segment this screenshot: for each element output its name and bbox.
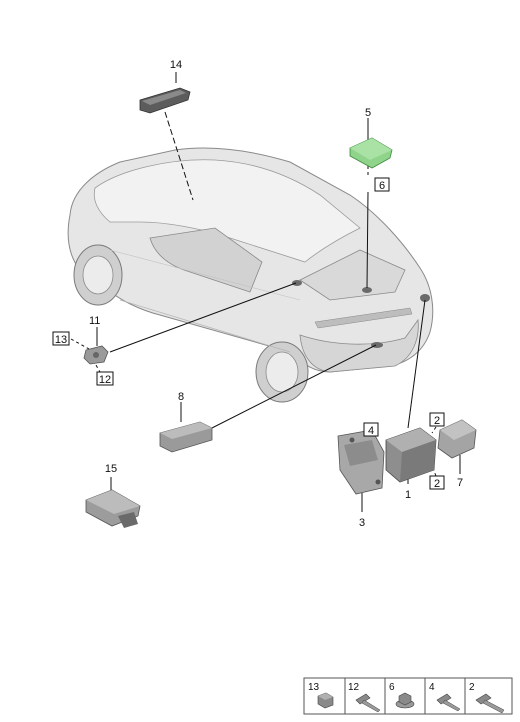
callout-2b-box: [429, 475, 445, 490]
callout-12: 12: [99, 374, 111, 386]
callout-4-box: [363, 422, 379, 437]
callout-labels: 14 5 6 11 13 12 8 4 2 2 7 1 3 15: [52, 59, 463, 529]
callout-11: 11: [89, 315, 100, 327]
part-8-control-unit: [159, 421, 213, 453]
flange-nut-icon: [395, 692, 415, 709]
part-5-control-unit-highlighted: [349, 137, 393, 169]
callout-14: 14: [170, 59, 182, 71]
part-15-receiver: [85, 489, 141, 528]
part-7-module: [437, 419, 477, 459]
tray-number-4: 4: [429, 682, 435, 693]
screw-icon: [436, 693, 461, 712]
part-1-control-unit: [385, 427, 437, 483]
callout-2-bottom: 2: [434, 478, 440, 490]
tray-number-12: 12: [348, 682, 360, 693]
screw-icon: [355, 693, 381, 713]
tray-number-6: 6: [389, 682, 395, 693]
part-14-roof-module: [139, 87, 191, 114]
part-3-control-module: [337, 429, 385, 495]
callout-1: 1: [405, 489, 411, 501]
fastener-tray: 13 12 6 4 2: [303, 677, 513, 715]
callout-13-box: [52, 331, 70, 346]
callout-7: 7: [457, 477, 463, 489]
callout-5: 5: [365, 107, 371, 119]
vehicle-illustration: [67, 147, 434, 403]
nut-icon: [317, 692, 334, 709]
callout-13: 13: [55, 334, 67, 346]
bolt-icon: [475, 693, 505, 714]
part-11-sensor: [83, 345, 109, 365]
tray-number-2: 2: [469, 682, 475, 693]
callout-2-top: 2: [434, 415, 440, 427]
tray-number-13: 13: [308, 682, 320, 693]
callout-8: 8: [178, 391, 184, 403]
callout-2a-box: [429, 412, 445, 427]
callout-6: 6: [379, 180, 385, 192]
callout-3: 3: [359, 517, 365, 529]
callout-15: 15: [105, 463, 117, 475]
callout-6-box: [374, 177, 390, 192]
callout-12-box: [96, 371, 114, 386]
callout-4: 4: [368, 425, 374, 437]
